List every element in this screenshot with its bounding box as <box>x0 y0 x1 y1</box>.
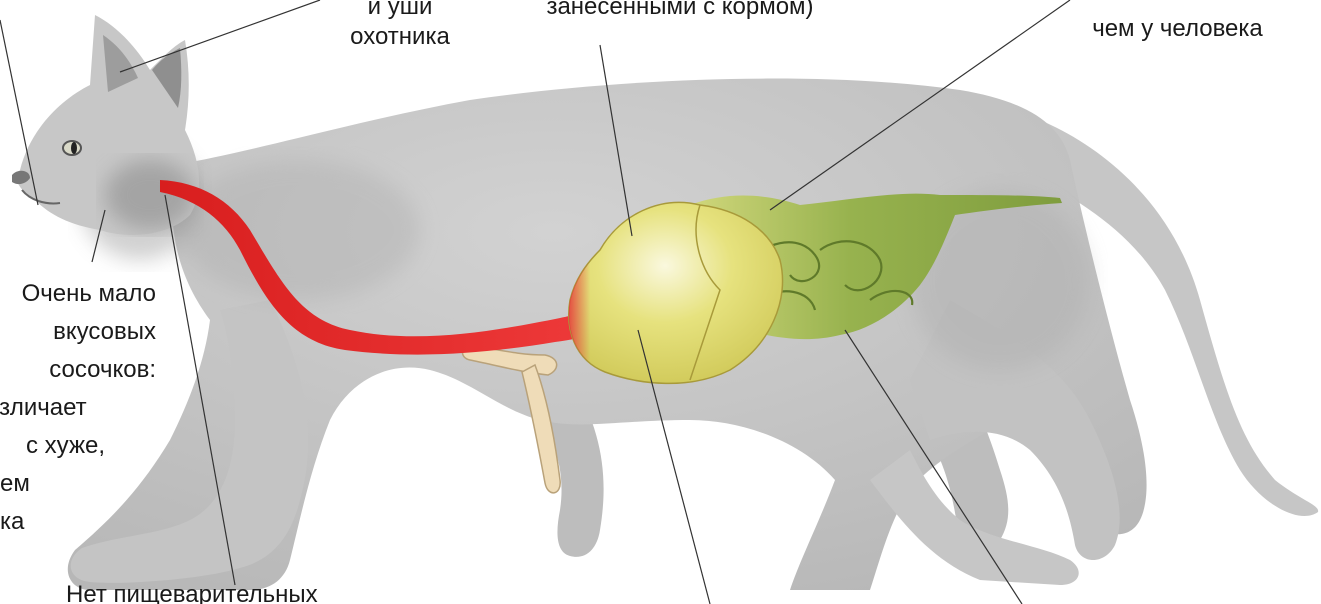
label-eyes-ears-line-2: охотника <box>330 22 470 52</box>
label-taste-line-3: сосочков: <box>0 351 156 389</box>
label-taste-line-1: Очень мало <box>0 275 156 313</box>
leader-line-ear <box>120 0 320 72</box>
label-taste-line-5: с хуже, <box>0 427 156 465</box>
label-eyes-ears-line-1: и уши <box>330 0 470 22</box>
label-taste-line-7: ка <box>0 503 156 541</box>
label-taste-line-6: ем <box>0 465 156 503</box>
cat-pupil <box>71 142 77 154</box>
label-taste-line-2: вкусовых <box>0 313 156 351</box>
label-no-enzymes: Нет пищеварительных <box>66 580 396 604</box>
label-eyes-ears: и уши охотника <box>330 0 470 52</box>
label-intestine-top: чем у человека <box>1050 14 1305 44</box>
label-taste-line-4: азличает <box>0 389 156 427</box>
label-digestion-top: занесенными с кормом) <box>505 0 855 22</box>
label-taste-buds: Очень мало вкусовых сосочков: азличает с… <box>0 275 156 541</box>
body-shadow-blob <box>180 160 420 300</box>
